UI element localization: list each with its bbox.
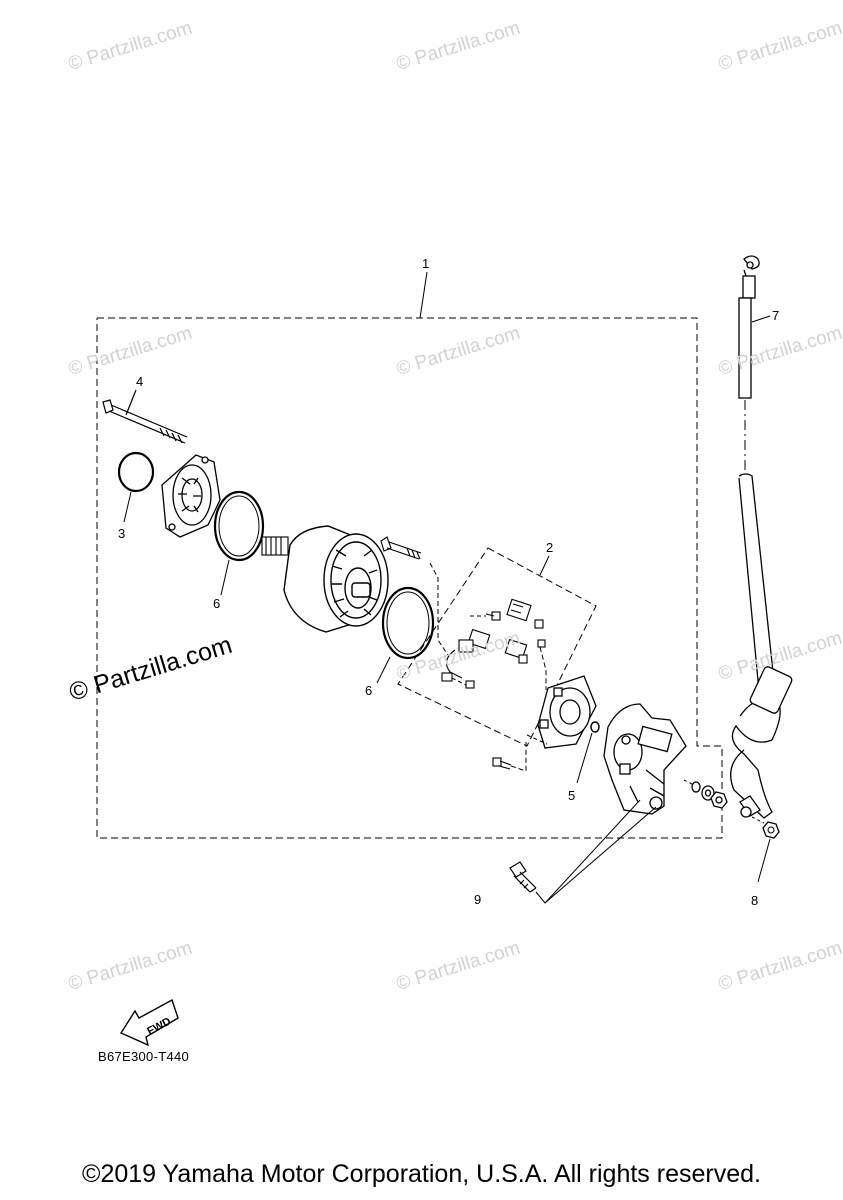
brush-set-outline [397, 547, 597, 747]
callout-1: 1 [422, 256, 429, 271]
brush-screw-bottom [492, 757, 512, 770]
callout-2: 2 [546, 540, 553, 555]
callout-6b: 6 [365, 683, 372, 698]
callout-6a: 6 [213, 596, 220, 611]
callout-4: 4 [136, 374, 143, 389]
rear-end-cover [603, 703, 687, 815]
mounting-bolt [509, 861, 537, 893]
callout-8: 8 [751, 893, 758, 908]
leader-2 [539, 555, 550, 576]
leader-6a [220, 559, 230, 596]
leader-6b [376, 656, 391, 684]
starter-cable [730, 255, 793, 819]
o-ring-lower [381, 586, 435, 660]
assembly-outline [96, 317, 723, 839]
leader-1 [419, 271, 428, 319]
o-ring-upper [213, 490, 265, 562]
leader-3 [123, 491, 132, 523]
bolt-long [102, 389, 188, 444]
callout-9: 9 [474, 892, 481, 907]
screw-top-leader [429, 562, 449, 656]
leader-7 [751, 315, 771, 323]
leader-9 [535, 799, 641, 904]
callout-5: 5 [568, 788, 575, 803]
fwd-arrow: FWD [119, 998, 179, 1047]
brush-holders [441, 598, 546, 689]
leader-8 [757, 838, 771, 883]
motor-yoke [283, 525, 389, 633]
small-ring [590, 721, 600, 733]
brush-screw-top [380, 536, 422, 560]
brush-plate [537, 675, 597, 749]
diagram-code: B67E300-T440 [98, 1049, 190, 1064]
o-ring-small [117, 451, 155, 493]
copyright-notice: ©2019 Yamaha Motor Corporation, U.S.A. A… [82, 1160, 761, 1188]
callout-3: 3 [118, 526, 125, 541]
front-cover [161, 454, 221, 538]
armature-shaft [261, 536, 289, 556]
callout-7: 7 [772, 308, 779, 323]
terminal-hardware [691, 781, 728, 809]
leader-5 [576, 732, 593, 784]
